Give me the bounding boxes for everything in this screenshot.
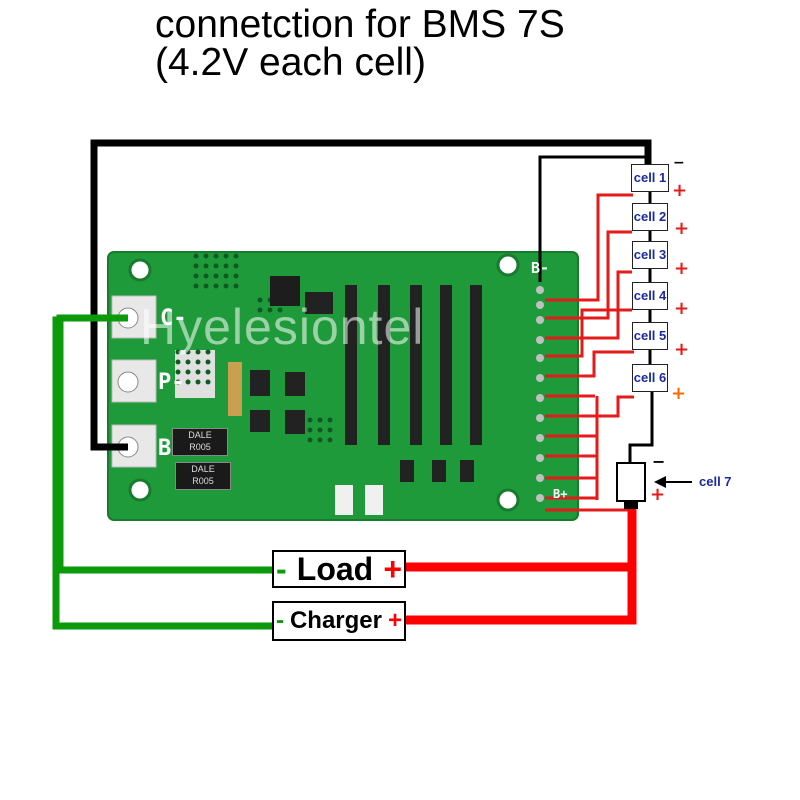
- charger-label: Charger: [289, 607, 382, 634]
- pad-label-c: C-: [160, 306, 187, 331]
- shunt-resistor-2: DALE R005: [175, 462, 231, 490]
- pcb-via: [203, 253, 209, 259]
- pcb-via: [233, 273, 239, 279]
- load-neg-sign: -: [276, 550, 287, 587]
- mounting-holes: [128, 253, 520, 512]
- wire-b-minus-main: [90, 139, 652, 451]
- pcb-via: [213, 253, 219, 259]
- pcb-via: [195, 369, 201, 375]
- pcb-via: [307, 417, 313, 423]
- pcb-via: [185, 379, 191, 385]
- pcb-via: [213, 263, 219, 269]
- cell-5-box: cell 5: [632, 322, 668, 350]
- cell-7-battery: [616, 462, 646, 502]
- charger-box: - Charger +: [272, 601, 406, 641]
- pcb-via: [195, 379, 201, 385]
- balance-header-pins: [536, 286, 544, 502]
- cell-1-box: cell 1: [631, 164, 669, 192]
- pcb-via: [307, 437, 313, 443]
- cell-1-pos-sign: +: [672, 180, 688, 201]
- charger-pos-sign: +: [387, 607, 402, 634]
- pcb-via: [213, 273, 219, 279]
- pcb-via: [327, 427, 333, 433]
- cell-7-label: cell 7: [699, 474, 732, 489]
- pcb-vias: [175, 253, 333, 443]
- cell-6-box: cell 6: [632, 364, 668, 392]
- pcb-via: [175, 379, 181, 385]
- pcb-via: [193, 253, 199, 259]
- cell-4-pos-sign: +: [674, 298, 690, 319]
- pcb-via: [317, 427, 323, 433]
- pcb-via: [213, 283, 219, 289]
- cell-joint-wires: [628, 190, 654, 463]
- wire-c-minus-charger: [52, 316, 273, 630]
- pcb-via: [205, 349, 211, 355]
- pcb-via: [233, 263, 239, 269]
- pcb-via: [203, 273, 209, 279]
- balance-wires: [545, 193, 634, 512]
- pcb-via: [195, 349, 201, 355]
- pcb-via: [257, 297, 263, 303]
- load-label: Load: [296, 550, 374, 587]
- pcb-via: [327, 437, 333, 443]
- pcb-via: [203, 283, 209, 289]
- pcb-via: [195, 359, 201, 365]
- diagram-title: connetction for BMS 7S (4.2V each cell): [155, 3, 565, 84]
- pcb-via: [327, 417, 333, 423]
- charger-neg-sign: -: [276, 607, 284, 634]
- pcb-via: [307, 427, 313, 433]
- header-label-b-plus: B+: [553, 487, 568, 501]
- cell-3-pos-sign: +: [674, 258, 690, 279]
- pcb-via: [193, 273, 199, 279]
- pcb-via: [175, 349, 181, 355]
- cell-3-box: cell 3: [632, 241, 668, 269]
- pcb-via: [317, 417, 323, 423]
- pcb-via: [205, 379, 211, 385]
- load-box: - Load +: [272, 550, 406, 588]
- cell-2-box: cell 2: [632, 203, 668, 231]
- pad-label-p: P-: [158, 370, 185, 395]
- title-line-2: (4.2V each cell): [155, 41, 426, 84]
- wire-p-minus-load: [56, 314, 273, 574]
- pcb-via: [277, 307, 283, 313]
- pcb-components: [228, 276, 482, 515]
- pcb-via: [223, 283, 229, 289]
- pcb-via: [185, 349, 191, 355]
- cell-2-pos-sign: +: [674, 218, 690, 239]
- cell-6-pos-sign: +: [671, 383, 687, 404]
- load-pos-sign: +: [383, 550, 402, 587]
- pcb-via: [267, 307, 273, 313]
- cell-4-box: cell 4: [632, 282, 668, 310]
- watermark: Hyelesiontel: [140, 299, 425, 355]
- cell-7-pos-sign: +: [650, 484, 666, 505]
- pcb-via: [233, 283, 239, 289]
- pcb-via: [185, 359, 191, 365]
- cell-5-pos-sign: +: [674, 339, 690, 360]
- pcb-via: [223, 253, 229, 259]
- cell-1-neg-sign: −: [673, 155, 685, 171]
- cell-7-neg-sign: −: [652, 452, 666, 471]
- pcb-via: [233, 253, 239, 259]
- wire-b-plus-charger: [392, 567, 637, 625]
- pcb-via: [193, 283, 199, 289]
- pcb-via: [223, 263, 229, 269]
- pcb-via: [317, 437, 323, 443]
- header-label-b-minus: B-: [531, 259, 550, 277]
- pcb-via: [175, 359, 181, 365]
- pcb-via: [223, 273, 229, 279]
- pcb-via: [203, 263, 209, 269]
- pcb-via: [193, 263, 199, 269]
- pcb-via: [205, 369, 211, 375]
- shunt-resistor-1: DALE R005: [172, 428, 228, 456]
- pcb-via: [185, 369, 191, 375]
- pcb-via: [257, 307, 263, 313]
- wire-b-minus-header: [538, 155, 648, 282]
- title-line-1: connetction for BMS 7S: [155, 3, 565, 46]
- pcb-via: [205, 359, 211, 365]
- pcb-via: [175, 369, 181, 375]
